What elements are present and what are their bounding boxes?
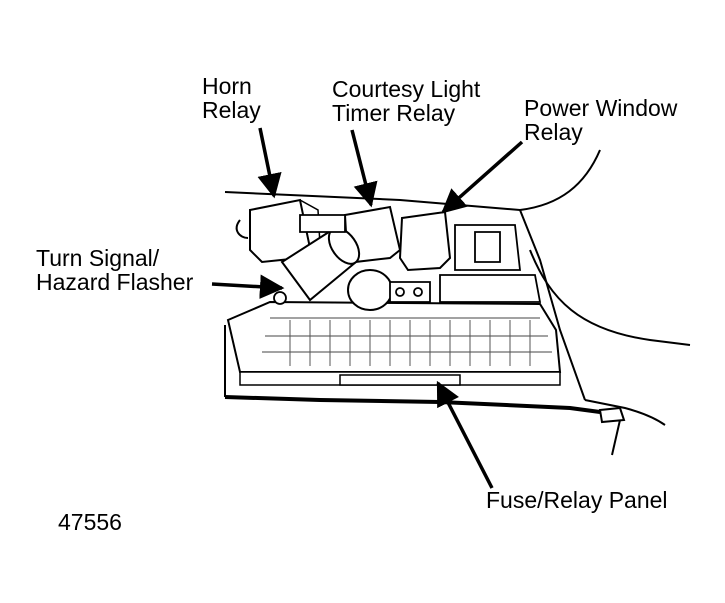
turn-signal-hazard-flasher-label: Turn Signal/ Hazard Flasher [36,245,194,295]
courtesy-light-timer-relay-arrow [350,129,378,208]
dashboard-outline [224,149,691,456]
round-relay [347,269,393,311]
fuse-block [226,300,562,386]
power-window-relay-arrow [441,140,524,214]
leader-arrows [211,127,524,489]
panel-bottom-edge [224,395,601,414]
horn-relay-label: Horn Relay [202,73,261,123]
power-window-relay-body [398,210,452,272]
relay-cluster-right [273,214,542,305]
figure-number: 47556 [58,509,122,535]
horn-relay-arrow [257,127,282,199]
turn-signal-hazard-flasher-body [280,227,361,302]
power-window-relay-label: Power Window Relay [524,95,678,145]
fuse-relay-panel-label: Fuse/Relay Panel [486,487,668,513]
courtesy-light-timer-relay-label: Courtesy Light Timer Relay [332,76,481,126]
fuse-relay-panel-arrow [436,380,494,489]
turn-signal-hazard-flasher-arrow [211,274,285,299]
